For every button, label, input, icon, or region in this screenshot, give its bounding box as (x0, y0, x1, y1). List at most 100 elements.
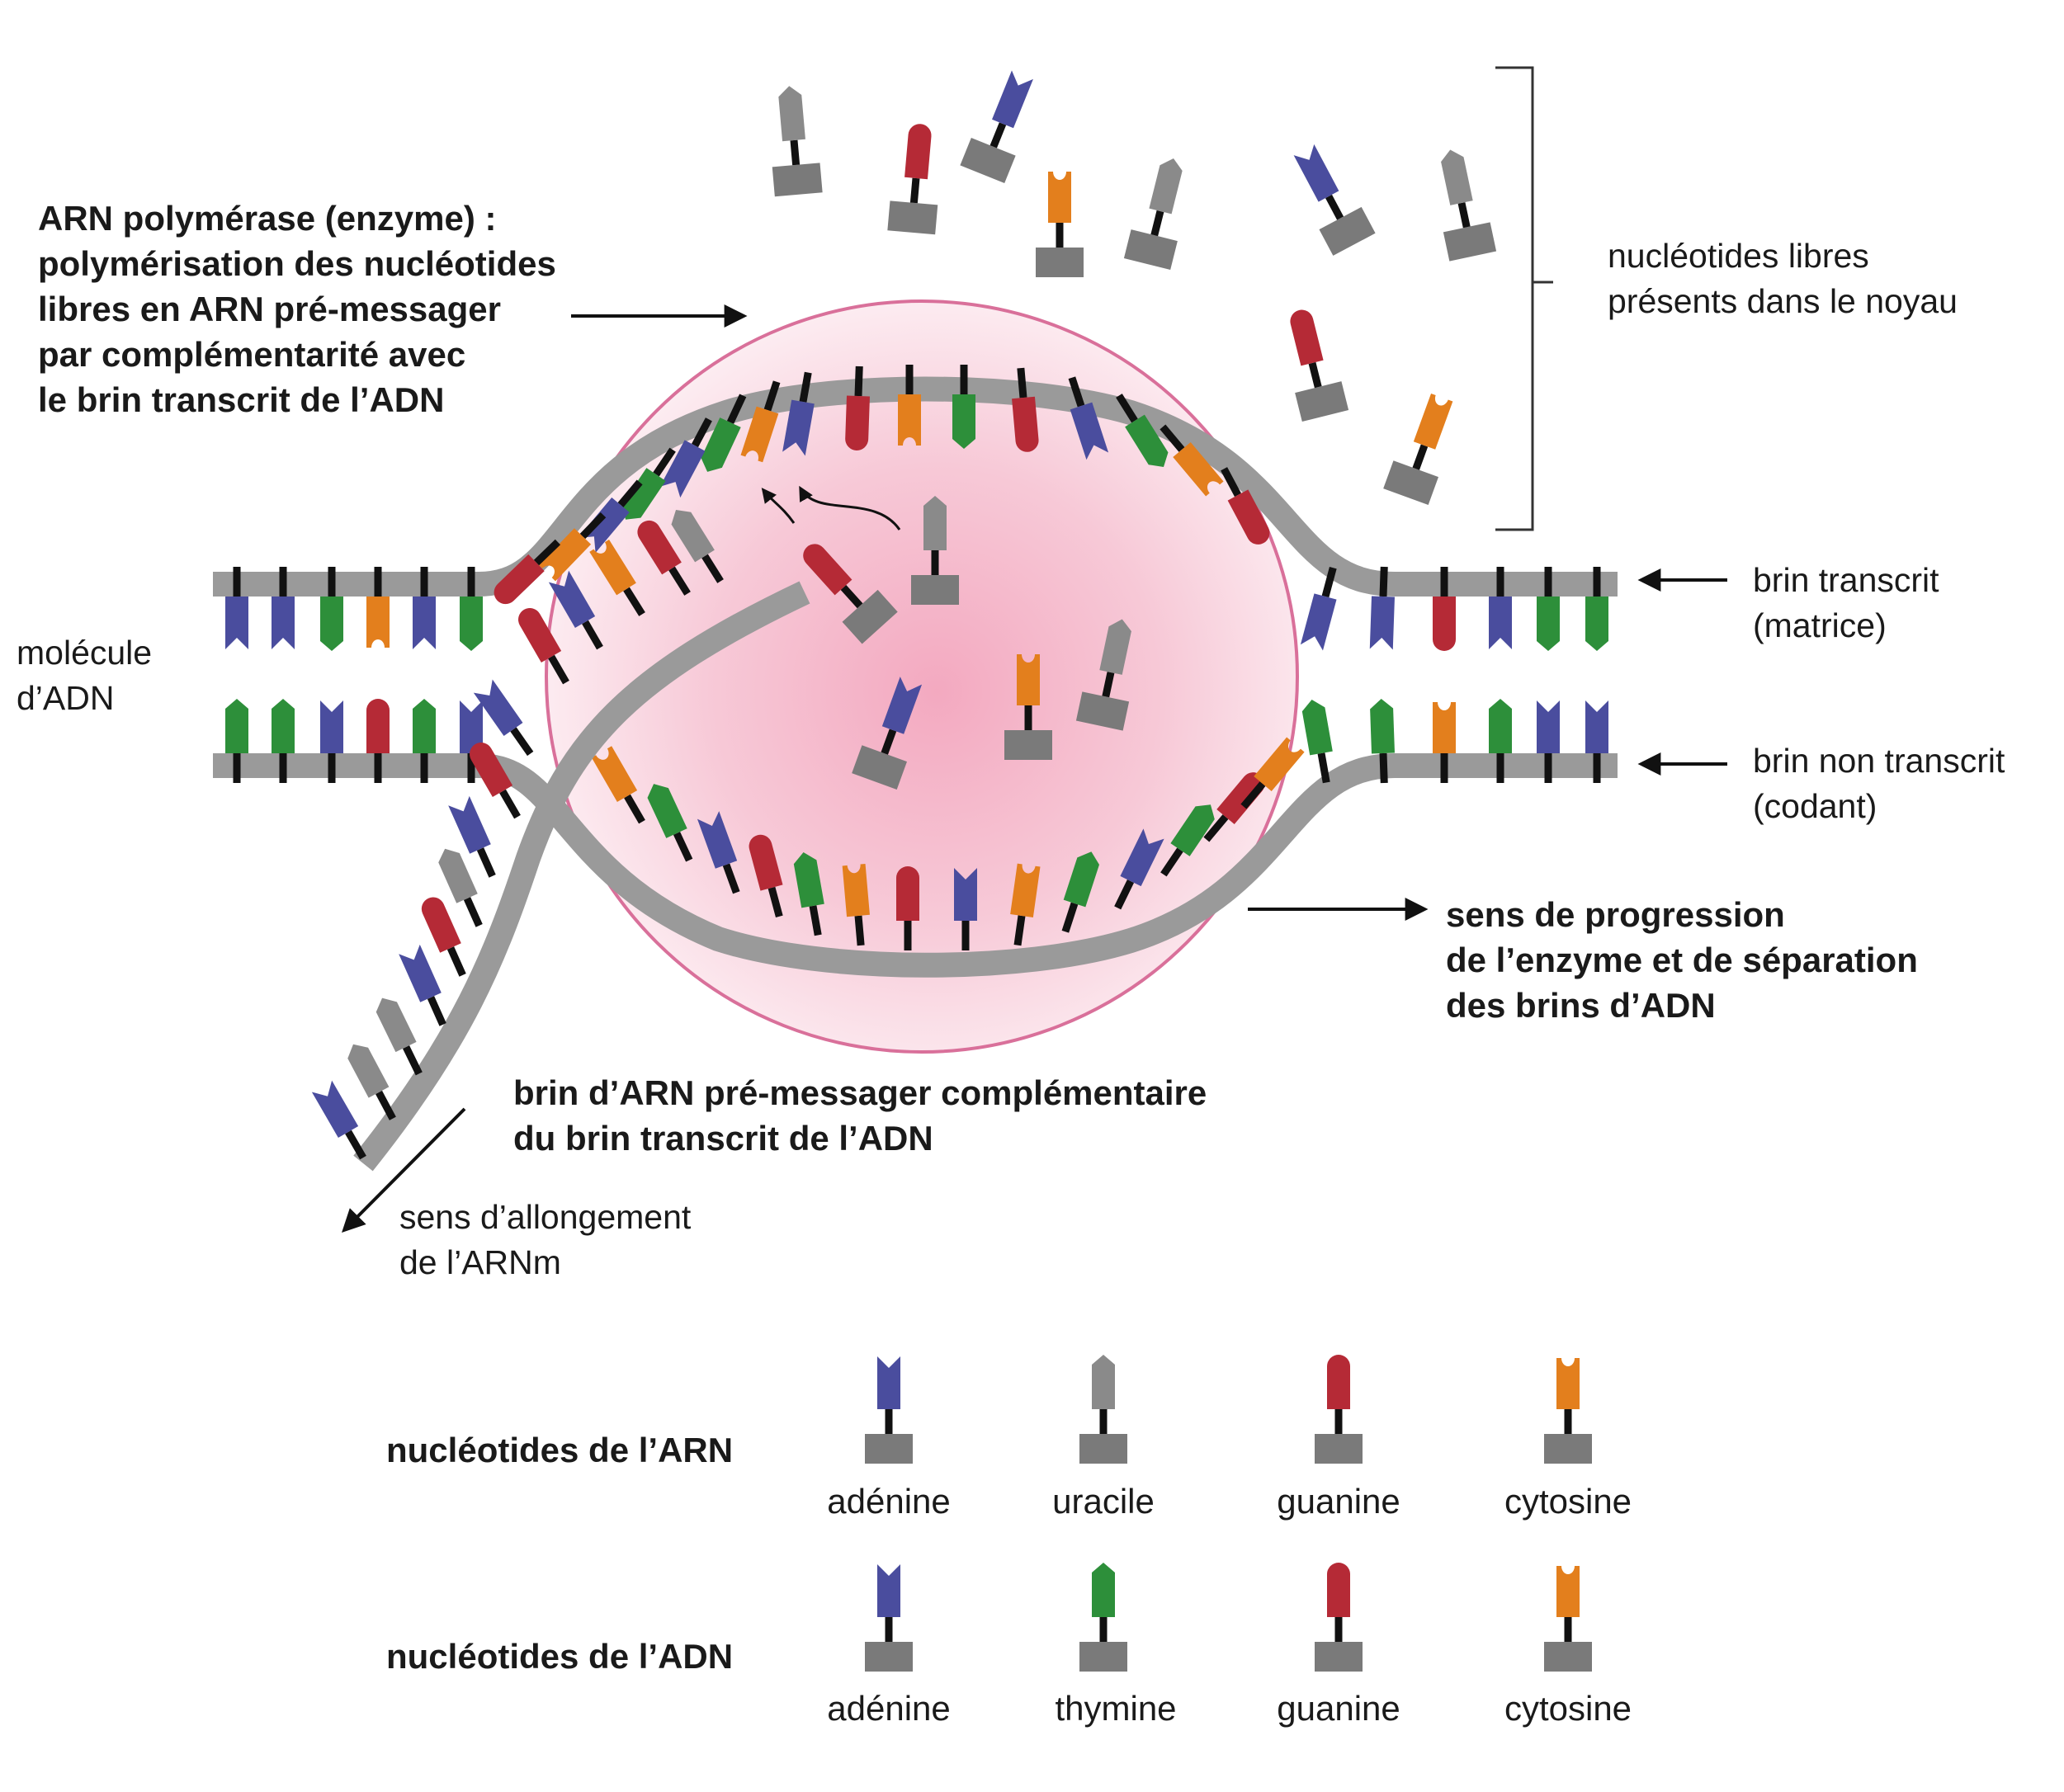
rna-nucleotide (637, 520, 691, 596)
base (421, 897, 461, 953)
adenine-nucleotide (1114, 828, 1164, 910)
bond (1544, 567, 1552, 597)
bond (722, 863, 740, 894)
arrow-elongation (342, 1107, 466, 1233)
base (1301, 700, 1333, 756)
base (1254, 737, 1305, 791)
adenine-nucleotide (413, 567, 436, 649)
bond (1240, 781, 1266, 809)
base (898, 394, 921, 446)
base (1537, 597, 1560, 651)
base (578, 498, 630, 554)
sugar-phosphate (1123, 229, 1178, 271)
bond (961, 921, 970, 950)
base (842, 864, 870, 917)
free-nucleotides-label-line: nucléotides libres (1608, 237, 1869, 275)
legend-dna-item-label: guanine (1277, 1689, 1400, 1728)
base (952, 394, 975, 449)
adenine-nucleotide (852, 677, 923, 790)
legend-rna-glyph (1315, 1355, 1363, 1464)
template-strand-label-line: (matrice) (1753, 606, 1887, 644)
legend-rna-item-label: adénine (827, 1482, 951, 1521)
base (992, 70, 1033, 129)
rna-nucleotide (470, 742, 521, 819)
base (793, 852, 824, 908)
adenine-nucleotide (460, 700, 483, 783)
base (1092, 1355, 1115, 1409)
guanine-nucleotide (470, 742, 521, 819)
base (1293, 144, 1339, 202)
base (1227, 489, 1270, 545)
bond (1099, 1617, 1108, 1642)
bond (1056, 223, 1064, 248)
base (1441, 149, 1473, 205)
base (1413, 393, 1453, 450)
free-nucleotide (772, 86, 823, 197)
base (1099, 619, 1131, 675)
progression-label-line: des brins d’ADN (1446, 986, 1716, 1025)
polymerase-label: ARN polymérase (enzyme) : polymérisation… (38, 196, 556, 422)
bond (402, 1045, 423, 1076)
base (701, 417, 741, 472)
adenine-nucleotide (1300, 567, 1337, 651)
polymerase-label-line: le brin transcrit de l’ADN (38, 380, 445, 419)
base (366, 597, 390, 648)
adenine-nucleotide (272, 567, 295, 649)
guanine-nucleotide (803, 544, 898, 644)
dna-backbones (213, 376, 1618, 978)
thymine-nucleotide (320, 567, 343, 651)
base (954, 868, 977, 921)
bond (1114, 879, 1135, 910)
base (1010, 863, 1041, 917)
guanine-nucleotide (1203, 772, 1265, 842)
guanine-nucleotide (366, 699, 390, 783)
base (896, 866, 919, 921)
base (413, 597, 436, 649)
bond (768, 886, 783, 917)
base (1290, 309, 1324, 366)
rna-nucleotide (399, 944, 446, 1026)
uracil-nucleotide (671, 510, 724, 583)
bond (1379, 566, 1388, 597)
sugar-phosphate (960, 137, 1016, 184)
base (1170, 804, 1215, 856)
sugar-phosphate (1004, 730, 1052, 760)
dna-molecule-label-line: molécule (17, 634, 153, 672)
base (1070, 402, 1109, 460)
coding-strand-backbone (213, 753, 1618, 978)
thymine-nucleotide (1370, 699, 1395, 784)
base (225, 699, 248, 753)
sugar-phosphate (865, 1642, 913, 1672)
bond (840, 584, 863, 609)
base (272, 699, 295, 753)
sugar-phosphate (1075, 691, 1130, 731)
adenine-nucleotide (659, 417, 712, 498)
thymine-nucleotide (225, 699, 248, 783)
sugar-phosphate (1295, 381, 1349, 422)
base (1433, 597, 1456, 651)
legend-dna-item-label: thymine (1055, 1689, 1177, 1728)
adenine-nucleotide (1489, 567, 1512, 649)
base (1063, 851, 1100, 908)
cytosine-nucleotide (538, 512, 607, 582)
coding-strand-label-line: brin non transcrit (1753, 742, 2005, 780)
bond (1099, 1409, 1108, 1434)
sugar-phosphate (1036, 248, 1084, 277)
base (1370, 699, 1395, 754)
legend-dna-glyph (1544, 1566, 1592, 1672)
sugar-phosphate (1079, 1642, 1127, 1672)
rna-backbone (311, 510, 810, 1172)
sugar-phosphate (1079, 1434, 1127, 1464)
sugar-phosphate (1544, 1642, 1592, 1672)
base (671, 510, 715, 563)
free-nucleotides-label: nucléotides libres présents dans le noya… (1608, 233, 1958, 324)
base (877, 1564, 900, 1617)
bond (1564, 1617, 1572, 1642)
base (877, 1356, 900, 1409)
base (538, 528, 592, 582)
rna-nucleotide (421, 897, 466, 977)
base (647, 784, 687, 838)
base (1585, 597, 1608, 651)
adenine-nucleotide (1585, 700, 1608, 783)
